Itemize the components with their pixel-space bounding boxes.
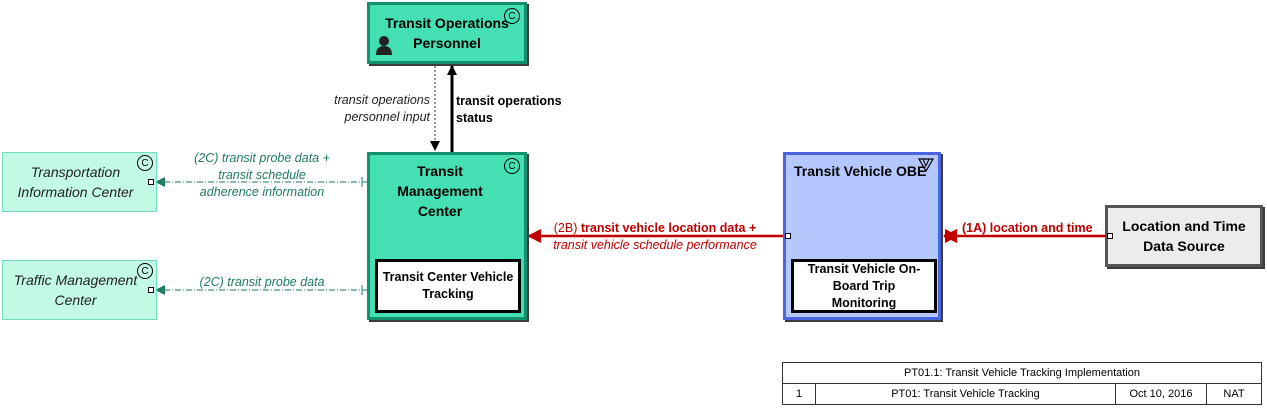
port-traffic [148, 287, 154, 293]
node-location-and-time-data-source[interactable]: Location and Time Data Source [1105, 205, 1263, 267]
node-transit-vehicle-obe[interactable]: Transit Vehicle OBE Transit Vehicle On-B… [783, 152, 941, 320]
title-block-org: NAT [1206, 383, 1262, 405]
inner-on-board-trip-monitoring[interactable]: Transit Vehicle On-Board Trip Monitoring [791, 259, 937, 313]
port-tic [148, 179, 154, 185]
c-badge-icon: C [504, 8, 520, 24]
person-icon [376, 36, 392, 55]
title-block-name: PT01: Transit Vehicle Tracking [815, 383, 1116, 405]
c-badge-icon: C [137, 263, 153, 279]
node-title: Transit Management Center [397, 163, 483, 219]
label-personnel-input: transit operations personnel input [334, 93, 430, 124]
node-title: Transit Operations Personnel [385, 15, 509, 51]
label-obe-flow: (2B) transit vehicle location data + tra… [553, 221, 757, 252]
port-ltds [1107, 233, 1113, 239]
node-title: Traffic Management Center [13, 272, 138, 308]
label-tic-flow: (2C) transit probe data + transit schedu… [194, 151, 330, 199]
node-transit-operations-personnel[interactable]: Transit Operations Personnel C [367, 2, 527, 64]
label-loc-flow: (1A) location and time [962, 221, 1093, 235]
node-title: Location and Time Data Source [1122, 218, 1246, 254]
node-transportation-information-center[interactable]: Transportation Information Center C [2, 152, 157, 212]
node-title: Transportation Information Center [17, 164, 134, 200]
label-ops-status: transit operations status [456, 94, 562, 125]
c-badge-icon: C [504, 158, 520, 174]
port-obe [785, 233, 791, 239]
title-block-number: 1 [782, 383, 816, 405]
node-title: Transit Vehicle OBE [794, 163, 927, 179]
label-traffic-flow: (2C) transit probe data [199, 275, 325, 289]
c-badge-icon: C [137, 155, 153, 171]
inner-transit-center-vehicle-tracking[interactable]: Transit Center Vehicle Tracking [375, 259, 521, 313]
node-traffic-management-center[interactable]: Traffic Management Center C [2, 260, 157, 320]
funnel-icon [918, 158, 934, 173]
node-transit-management-center[interactable]: Transit Management Center C Transit Cent… [367, 152, 527, 320]
title-block-title: PT01.1: Transit Vehicle Tracking Impleme… [782, 362, 1262, 384]
title-block: PT01.1: Transit Vehicle Tracking Impleme… [782, 362, 1262, 405]
title-block-date: Oct 10, 2016 [1115, 383, 1207, 405]
